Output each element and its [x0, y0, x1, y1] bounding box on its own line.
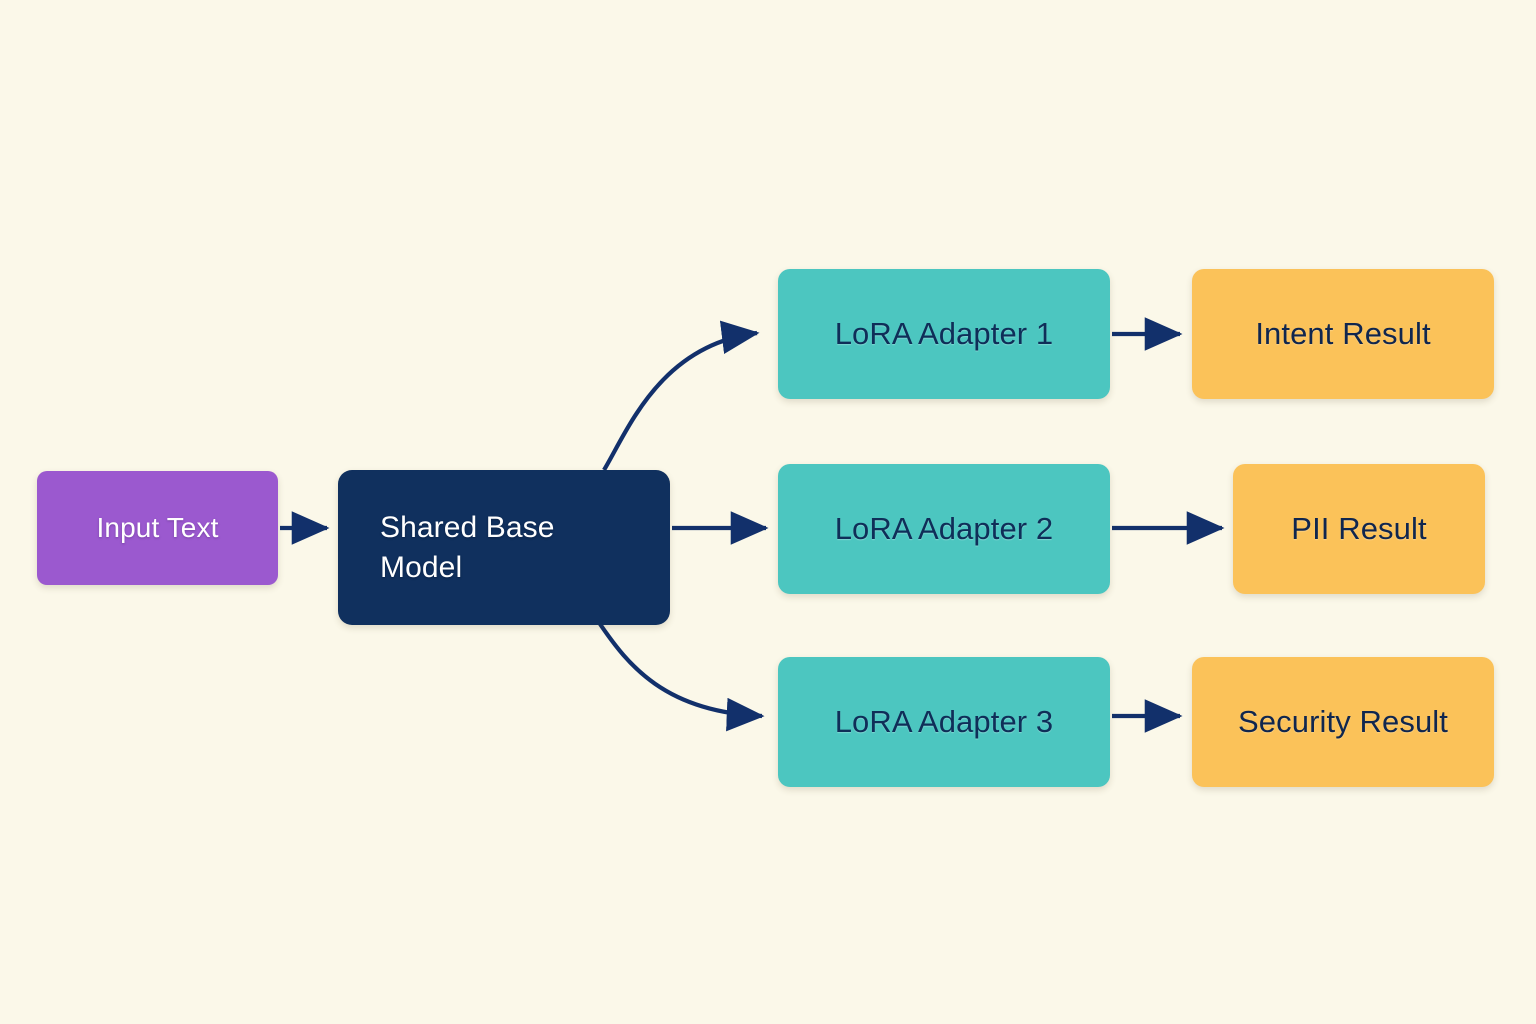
edge-base-to-adapter3 [598, 622, 765, 732]
node-intent-result-label: Intent Result [1255, 315, 1431, 351]
node-lora-adapter-2-label: LoRA Adapter 2 [834, 510, 1054, 546]
node-intent-result[interactable]: Intent Result [1192, 269, 1494, 399]
node-shared-base-model-label: Shared Base Model [380, 510, 555, 584]
node-lora-adapter-2[interactable]: LoRA Adapter 2 [778, 464, 1110, 594]
node-input-text[interactable]: Input Text [37, 471, 278, 585]
node-security-result[interactable]: Security Result [1192, 657, 1494, 787]
node-input-text-label: Input Text [96, 511, 219, 543]
node-shared-base-model[interactable]: Shared Base Model [338, 470, 670, 625]
node-lora-adapter-3-label: LoRA Adapter 3 [834, 703, 1054, 739]
node-lora-adapter-1[interactable]: LoRA Adapter 1 [778, 269, 1110, 399]
node-pii-result-label: PII Result [1291, 510, 1427, 546]
edge-base-to-adapter1 [602, 320, 760, 472]
node-pii-result[interactable]: PII Result [1233, 464, 1485, 594]
node-security-result-label: Security Result [1238, 703, 1448, 739]
node-lora-adapter-1-label: LoRA Adapter 1 [834, 315, 1054, 351]
node-lora-adapter-3[interactable]: LoRA Adapter 3 [778, 657, 1110, 787]
